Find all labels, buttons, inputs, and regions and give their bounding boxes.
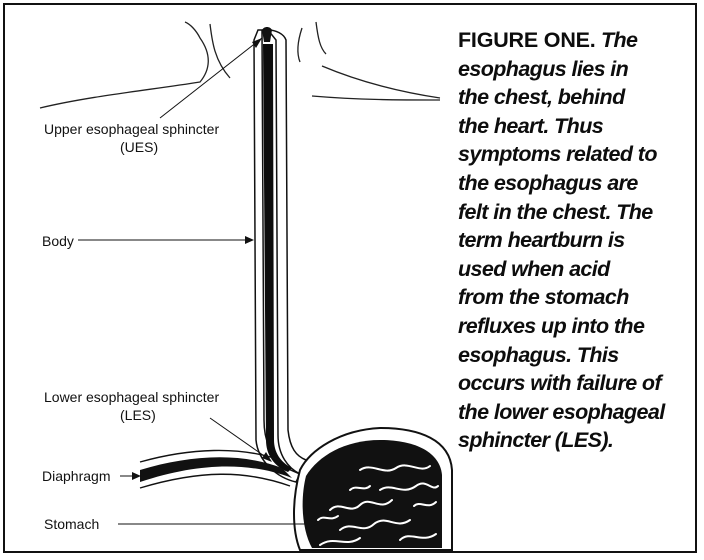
body-label: Body <box>42 232 74 250</box>
les-label-line1: Lower esophageal sphincter <box>44 388 219 406</box>
neck-outline <box>40 22 440 108</box>
caption-line: the esophagus are <box>458 169 694 198</box>
body-arrowhead <box>245 236 254 244</box>
caption-line: used when acid <box>458 255 694 284</box>
caption-line: the chest, behind <box>458 83 694 112</box>
ues-leader <box>160 38 262 118</box>
caption-lead: FIGURE ONE. <box>458 28 596 52</box>
figure-caption: FIGURE ONE. The esophagus lies in the ch… <box>458 26 694 455</box>
caption-line: occurs with failure of <box>458 369 694 398</box>
caption-line: refluxes up into the <box>458 312 694 341</box>
les-label-line2: (LES) <box>120 406 156 424</box>
caption-line: esophagus lies in <box>458 55 694 84</box>
caption-line: esophagus. This <box>458 341 694 370</box>
diaphragm <box>140 450 292 488</box>
stomach-label: Stomach <box>44 515 99 533</box>
caption-line: from the stomach <box>458 283 694 312</box>
ues-label-line1: Upper esophageal sphincter <box>44 120 219 138</box>
caption-line: felt in the chest. The <box>458 198 694 227</box>
caption-line: the lower esophageal <box>458 398 694 427</box>
caption-line: the heart. Thus <box>458 112 694 141</box>
esophagus-tube <box>254 27 306 482</box>
caption-line: term heartburn is <box>458 226 694 255</box>
diaphragm-label: Diaphragm <box>42 467 110 485</box>
stomach <box>294 428 452 550</box>
ues-label-line2: (UES) <box>120 138 158 156</box>
caption-line: sphincter (LES). <box>458 426 694 455</box>
caption-line: FIGURE ONE. The <box>458 26 694 55</box>
caption-line: symptoms related to <box>458 140 694 169</box>
diaphragm-arrowhead <box>132 472 141 480</box>
